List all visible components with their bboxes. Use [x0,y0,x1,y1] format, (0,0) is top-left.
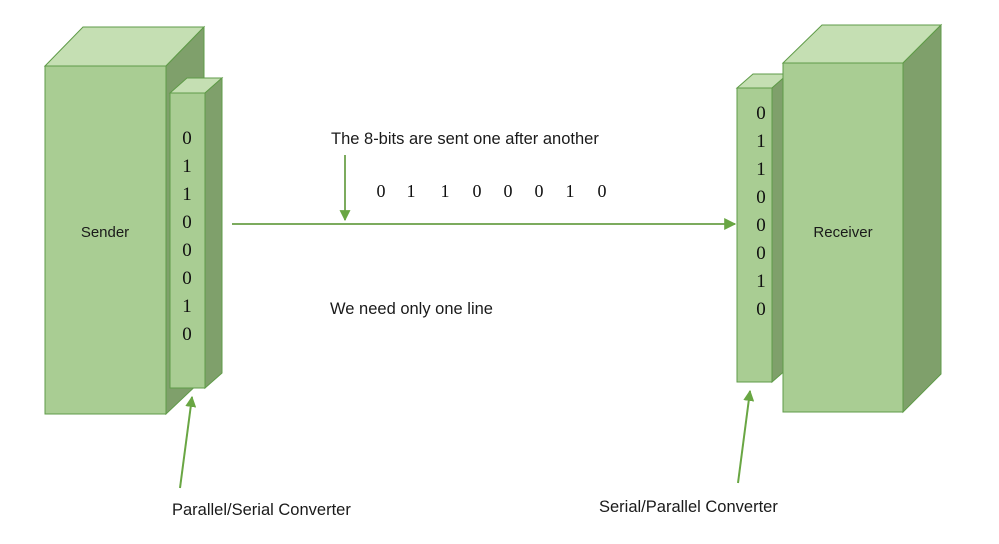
receiver-bit-0: 0 [756,103,766,124]
sender-converter-caption: Parallel/Serial Converter [172,501,351,519]
receiver-bit-column: 0 1 1 0 0 0 1 0 [756,103,766,320]
receiver-bit-3: 0 [756,187,766,208]
sender-bit-7: 0 [182,324,192,345]
stream-bit-5: 0 [535,181,544,201]
receiver-converter-callout-arrow [737,389,755,484]
receiver-bit-4: 0 [756,215,766,236]
bit-stream-row: 0 1 1 0 0 0 1 0 [377,181,607,201]
receiver-bit-2: 1 [756,159,766,180]
stream-bit-1: 1 [407,181,416,201]
sender-block-front-face [44,65,167,415]
receiver-converter-caption: Serial/Parallel Converter [599,498,778,516]
receiver-bit-5: 0 [756,243,766,264]
channel-bottom-caption: We need only one line [330,300,493,318]
stream-bit-3: 0 [473,181,482,201]
receiver-block-front-face [782,62,904,413]
sender-block-label: Sender [81,224,129,241]
receiver-block-label: Receiver [813,224,872,241]
receiver-block-side-face [902,23,942,414]
stream-bit-7: 0 [598,181,607,201]
stream-bit-6: 1 [566,181,575,201]
sender-converter-callout-arrow [179,395,197,489]
sender-bit-column: 0 1 1 0 0 0 1 0 [182,128,192,345]
receiver-converter-front-face [736,87,773,383]
sender-bit-0: 0 [182,128,192,149]
stream-bit-4: 0 [504,181,513,201]
receiver-converter-block: 0 1 1 0 0 0 1 0 [735,72,790,384]
sender-converter-side-face [204,76,223,390]
sender-bit-3: 0 [182,212,192,233]
sender-converter-block: 0 1 1 0 0 0 1 0 [168,76,224,390]
sender-bit-2: 1 [182,184,192,205]
sender-bit-1: 1 [182,156,192,177]
sender-bit-4: 0 [182,240,192,261]
receiver-bit-7: 0 [756,299,766,320]
receiver-bit-1: 1 [756,131,766,152]
receiver-bit-6: 1 [756,271,766,292]
stream-bit-0: 0 [377,181,386,201]
channel-top-caption: The 8-bits are sent one after another [331,130,599,148]
sender-bit-5: 0 [182,268,192,289]
sender-bit-6: 1 [182,296,192,317]
receiver-block: Receiver [781,23,943,414]
sender-converter-front-face [169,92,206,389]
stream-bit-2: 1 [441,181,450,201]
